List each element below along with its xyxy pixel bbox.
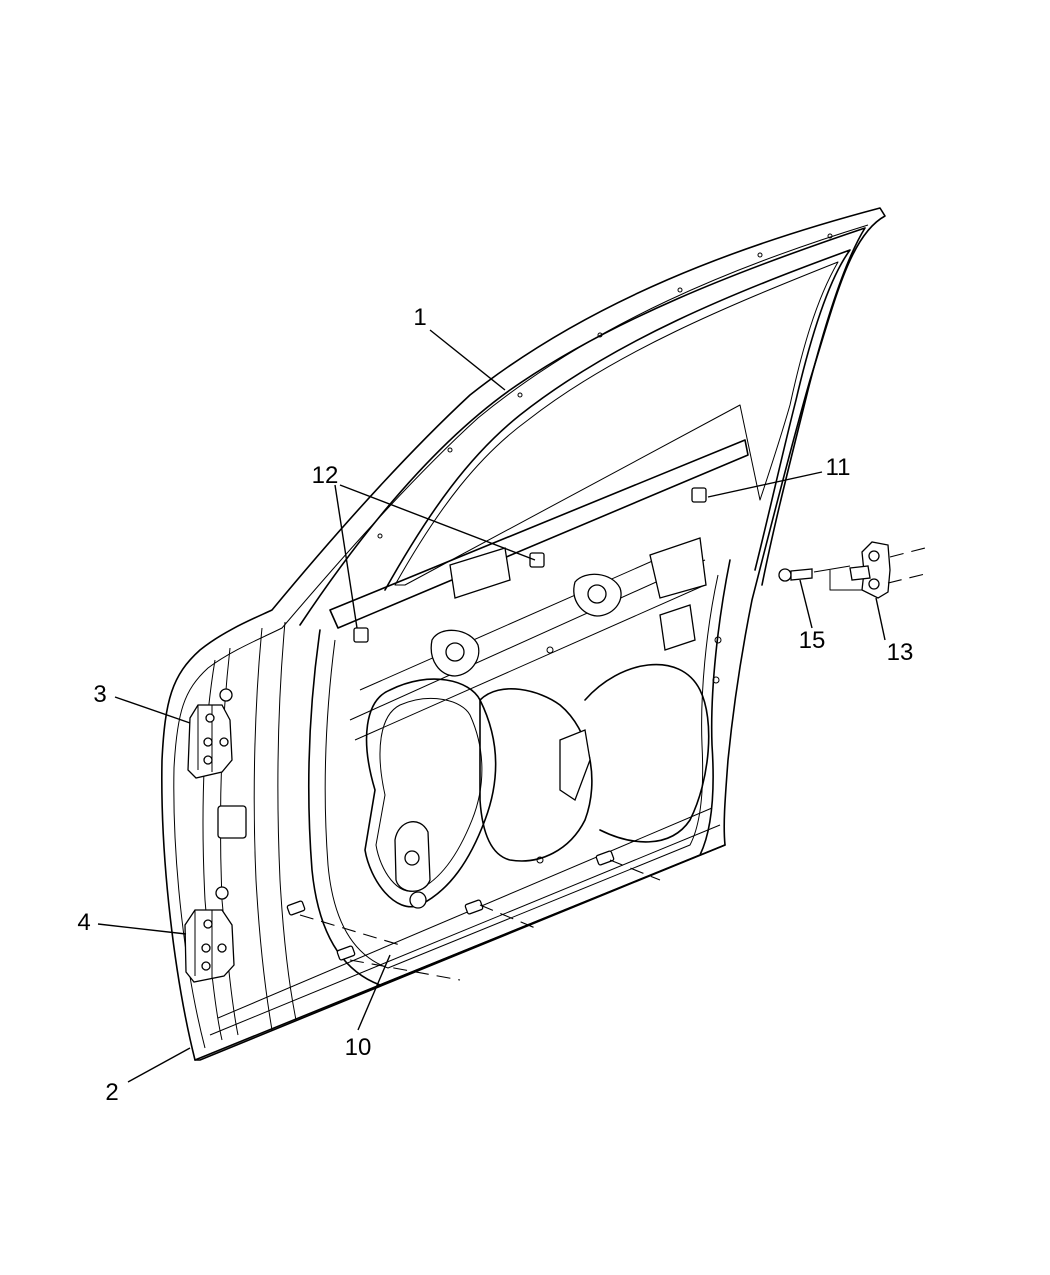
callout-3: 3 [93,681,106,708]
door-striker [829,541,926,599]
striker-screw [778,565,851,582]
callout-12: 12 [312,462,339,489]
callout-1: 1 [413,304,426,331]
door-shell [161,207,886,1061]
callout-2: 2 [105,1079,118,1106]
leader-lines [97,329,886,1083]
callout-10: 10 [345,1034,372,1061]
lower-hinge [184,805,247,983]
upper-hinge [187,688,233,779]
callout-4: 4 [77,909,90,936]
callout-13: 13 [887,639,914,666]
callout-15: 15 [799,627,826,654]
callout-11: 11 [826,454,851,481]
